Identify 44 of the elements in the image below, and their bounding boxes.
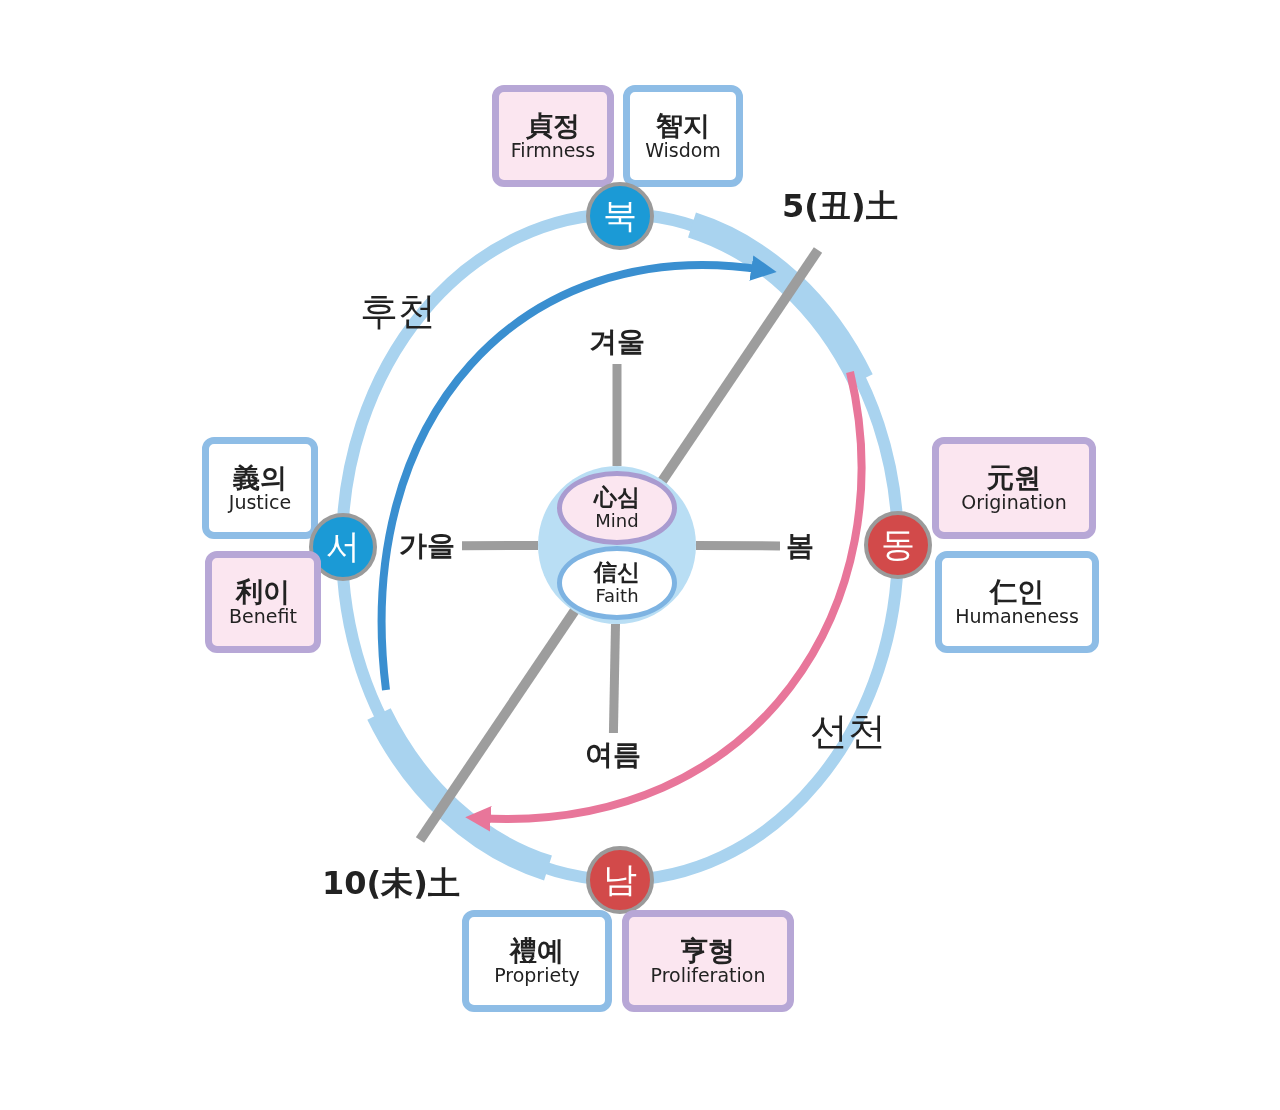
virtue-card [202, 437, 318, 539]
english-term: Mind [595, 510, 639, 531]
english-term: Proliferation [650, 965, 766, 987]
virtue-card [205, 551, 321, 653]
virtue-card [622, 910, 794, 1012]
english-term: Justice [228, 492, 292, 514]
axis-number-label: 10(未)土 [322, 863, 460, 904]
direction-badge: 북 [586, 182, 654, 250]
direction-badge: 남 [586, 846, 654, 914]
hanja-hangul-term: 貞정 [526, 110, 580, 141]
axis-number-label: 5(丑)土 [782, 186, 898, 227]
virtue-card [623, 85, 743, 187]
connector-line [695, 540, 781, 551]
connector-line [612, 364, 622, 466]
cycle-label: 선천 [810, 708, 886, 755]
direction-badge: 동 [864, 511, 932, 579]
virtue-card [935, 551, 1099, 653]
connector-line [461, 540, 538, 551]
season-label: 여름 [578, 733, 648, 777]
english-term: Faith [595, 585, 639, 606]
english-term: Humaneness [955, 606, 1079, 628]
hanja-hangul-term: 義의 [233, 462, 287, 493]
virtue-card [462, 910, 612, 1012]
virtue-card [932, 437, 1096, 539]
season-label: 겨울 [582, 320, 652, 364]
hanja-hangul-term: 智지 [656, 110, 710, 141]
direction-badge: 서 [309, 513, 377, 581]
hanja-hangul-term: 心심 [594, 485, 640, 511]
hanja-hangul-term: 禮예 [510, 935, 564, 966]
connector-line [608, 623, 620, 734]
hanja-hangul-term: 亨형 [681, 935, 735, 966]
english-term: Benefit [229, 606, 297, 628]
english-term: Wisdom [645, 140, 721, 162]
virtue-card [492, 85, 614, 187]
english-term: Firmness [510, 140, 596, 162]
cycle-label: 후천 [360, 288, 436, 335]
english-term: Propriety [494, 965, 580, 987]
hanja-hangul-term: 元원 [987, 462, 1041, 493]
english-term: Origination [961, 492, 1067, 514]
season-label: 가을 [392, 524, 462, 568]
hanja-hangul-term: 信신 [594, 560, 640, 586]
season-label: 봄 [780, 524, 820, 568]
hanja-hangul-term: 仁인 [990, 576, 1044, 607]
hanja-hangul-term: 利이 [236, 576, 290, 607]
